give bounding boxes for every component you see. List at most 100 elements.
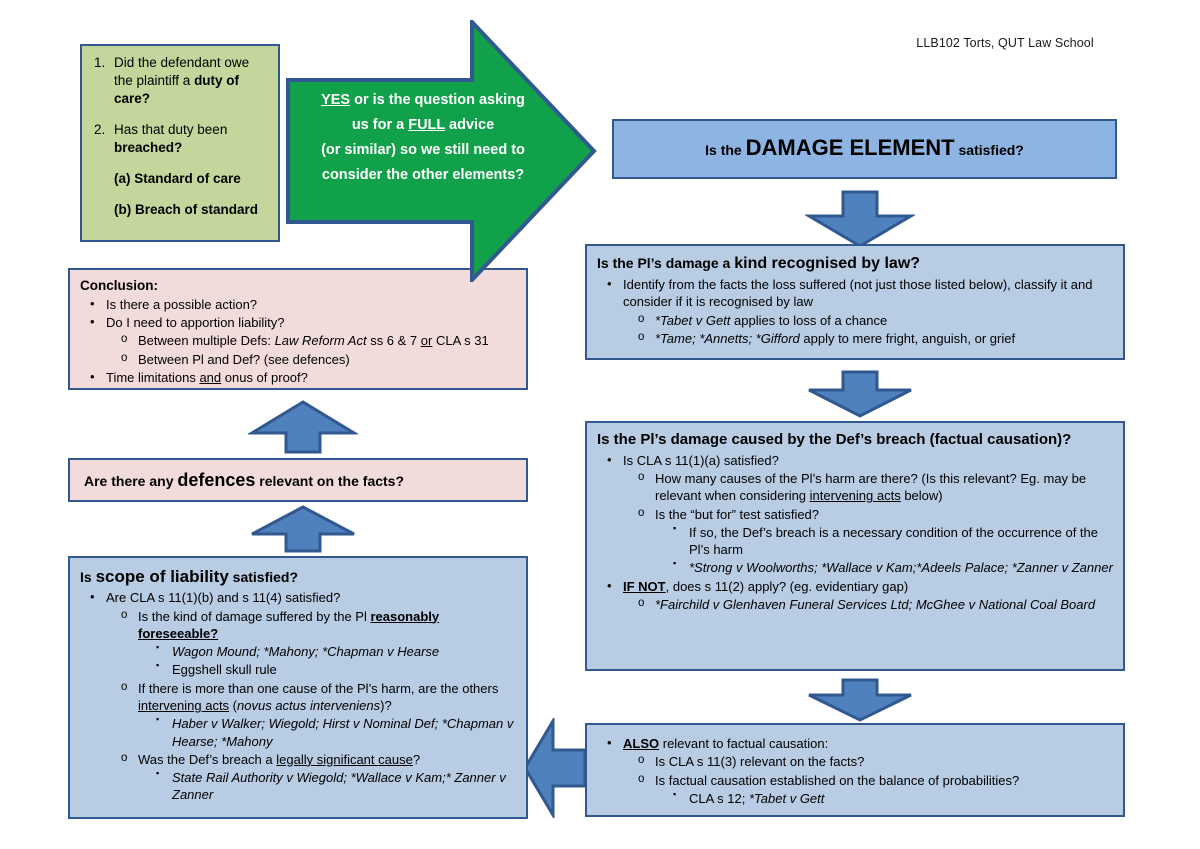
conclusion-title: Conclusion: — [80, 278, 158, 293]
damage-element-box: Is the DAMAGE ELEMENT satisfied? — [612, 119, 1117, 179]
list-item-text: applies to loss of a chance — [730, 312, 888, 328]
bullet-marker-icon: • — [90, 295, 95, 311]
list-item-text: Was the Def’s breach a — [138, 751, 277, 767]
list-item-text: State Rail Authority v Wiegold; *Wallace… — [172, 770, 506, 803]
kind-recognised-title-pre: Is the Pl’s damage a — [597, 255, 735, 271]
list-item-text: Law Reform Act — [274, 333, 367, 349]
list-item: • Do I need to apportion liability? — [80, 314, 516, 331]
bullet-marker-icon: o — [121, 351, 128, 364]
also-to-scope-arrow — [522, 718, 588, 818]
duty-item-1-bold: duty of care? — [114, 72, 240, 106]
list-item: •Is CLA s 11(1)(a) satisfied? — [597, 452, 1113, 469]
scope-title-post: satisfied? — [228, 569, 299, 585]
list-item: ▪CLA s 12; *Tabet v Gett — [597, 788, 1113, 807]
list-item-text: *Fairchild v Glenhaven Funeral Services … — [655, 597, 1096, 612]
bullet-marker-icon: • — [90, 314, 95, 330]
list-item: •Is there a possible action? — [80, 296, 516, 313]
list-item-text: ( — [229, 697, 238, 713]
list-item-text: )? — [380, 697, 392, 713]
green-right-arrow — [276, 20, 598, 282]
list-item-text: *Strong v Woolworths; *Wallace v Kam;*Ad… — [689, 560, 1113, 576]
list-item-text: IF NOT — [623, 578, 666, 594]
list-item-text: *Tame; *Annetts; *Gifford — [655, 330, 800, 346]
factual-causation-box: Is the Pl’s damage caused by the Def’s b… — [585, 421, 1125, 671]
list-item: ▪ Eggshell skull rule — [80, 660, 516, 678]
damage-element-title: Is the DAMAGE ELEMENT satisfied? — [705, 134, 1024, 162]
list-item: ▪Haber v Walker; Wiegold; Hirst v Nomina… — [80, 714, 516, 750]
damage-element-pre: Is the — [705, 142, 746, 159]
bullet-marker-icon: ▪ — [156, 642, 160, 653]
list-item-text: below) — [900, 488, 943, 504]
list-item-text: How many causes of the Pl’s harm are the… — [655, 471, 1087, 504]
kind-recognised-title: Is the Pl’s damage a kind recognised by … — [597, 254, 1113, 274]
list-item-text: Are CLA s 11(1)(b) and s 11(4) satisfied… — [106, 590, 341, 606]
list-item-text: or — [420, 333, 433, 349]
duty-item-1-number: 1. — [94, 55, 106, 70]
list-item-text: Is CLA s 11(1)(a) satisfied? — [623, 452, 779, 468]
list-item-text: Do I need to apportion liability? — [106, 315, 285, 331]
list-item-text: intervening acts — [809, 488, 901, 504]
scope-title-pre: Is — [80, 569, 96, 585]
list-item: o*Tabet v Gett applies to loss of a chan… — [597, 312, 1113, 329]
bullet-marker-icon: o — [638, 330, 645, 343]
scope-of-liability-list: •Are CLA s 11(1)(b) and s 11(4) satisfie… — [80, 589, 516, 803]
list-item-text: novus actus interveniens — [237, 697, 381, 713]
duty-item-1-text: Did the defendant owe the plaintiff a — [114, 55, 250, 88]
bullet-marker-icon: o — [121, 608, 128, 621]
scope-of-liability-box: Is scope of liability satisfied? •Are CL… — [68, 556, 528, 819]
list-item: ▪Wagon Mound; *Mahony; *Chapman v Hearse — [80, 642, 516, 660]
factual-causation-title: Is the Pl’s damage caused by the Def’s b… — [597, 431, 1072, 448]
list-item-text: CLA s 12; — [689, 790, 749, 806]
bullet-marker-icon: o — [638, 597, 645, 609]
bullet-marker-icon: ▪ — [673, 788, 677, 799]
list-item: •ALSO relevant to factual causation: — [597, 735, 1113, 752]
duty-and-breach-box: 1.Did the defendant owe the plaintiff a … — [80, 44, 280, 242]
list-item: • Identify from the facts the loss suffer… — [597, 276, 1113, 311]
defences-title: Are there any defences relevant on the f… — [80, 469, 404, 492]
list-item-text: CLA s 31 — [432, 333, 489, 349]
duty-item-2: 2.Has that duty been breached? — [92, 121, 268, 157]
kind-to-causation-arrow — [805, 370, 915, 418]
list-item-text: Time limitations — [106, 370, 200, 385]
bullet-marker-icon: • — [90, 369, 95, 384]
damage-element-big: DAMAGE ELEMENT — [745, 135, 955, 161]
conclusion-box: Conclusion: •Is there a possible action?… — [68, 268, 528, 390]
list-item-text: Identify from the facts the loss suffere… — [623, 277, 1093, 310]
duty-item-2-bold: breached? — [114, 139, 183, 155]
bullet-marker-icon: o — [121, 333, 128, 346]
course-label: LLB102 Torts, QUT Law School — [916, 36, 1094, 50]
list-item-text: Is the “but for” test satisfied? — [655, 506, 820, 522]
list-item-text: apply to mere fright, anguish, or grief — [799, 330, 1016, 346]
bullet-marker-icon: • — [607, 276, 612, 291]
list-item: ▪ State Rail Authority v Wiegold; *Wallac… — [80, 768, 516, 804]
damage-element-post: satisfied? — [954, 142, 1024, 159]
bullet-marker-icon: ▪ — [156, 660, 160, 671]
list-item-text: If so, the Def’s breach is a necessary c… — [689, 524, 1098, 558]
list-item-text: Is CLA s 11(3) relevant on the facts? — [655, 754, 865, 770]
defences-to-conclusion-arrow — [248, 399, 358, 455]
list-item-text: onus of proof? — [221, 370, 308, 385]
kind-recognised-title-big: kind recognised by law? — [734, 255, 921, 272]
defences-box: Are there any defences relevant on the f… — [68, 458, 528, 502]
list-item-text: Eggshell skull rule — [172, 662, 277, 678]
duty-list: 1.Did the defendant owe the plaintiff a … — [92, 54, 268, 157]
bullet-marker-icon: • — [607, 577, 612, 593]
causation-to-also-arrow — [805, 678, 915, 722]
list-item-text: and — [199, 370, 222, 385]
bullet-marker-icon: ▪ — [156, 768, 160, 779]
list-item-text: Between multiple Defs: — [138, 333, 275, 349]
list-item-text: Haber v Walker; Wiegold; Hirst v Nominal… — [172, 716, 514, 749]
list-item-text: ? — [412, 751, 421, 767]
defences-post: relevant on the facts? — [255, 472, 405, 489]
list-item: ▪*Strong v Woolworths; *Wallace v Kam;*A… — [597, 558, 1113, 576]
list-item-text: ALSO — [623, 736, 660, 751]
